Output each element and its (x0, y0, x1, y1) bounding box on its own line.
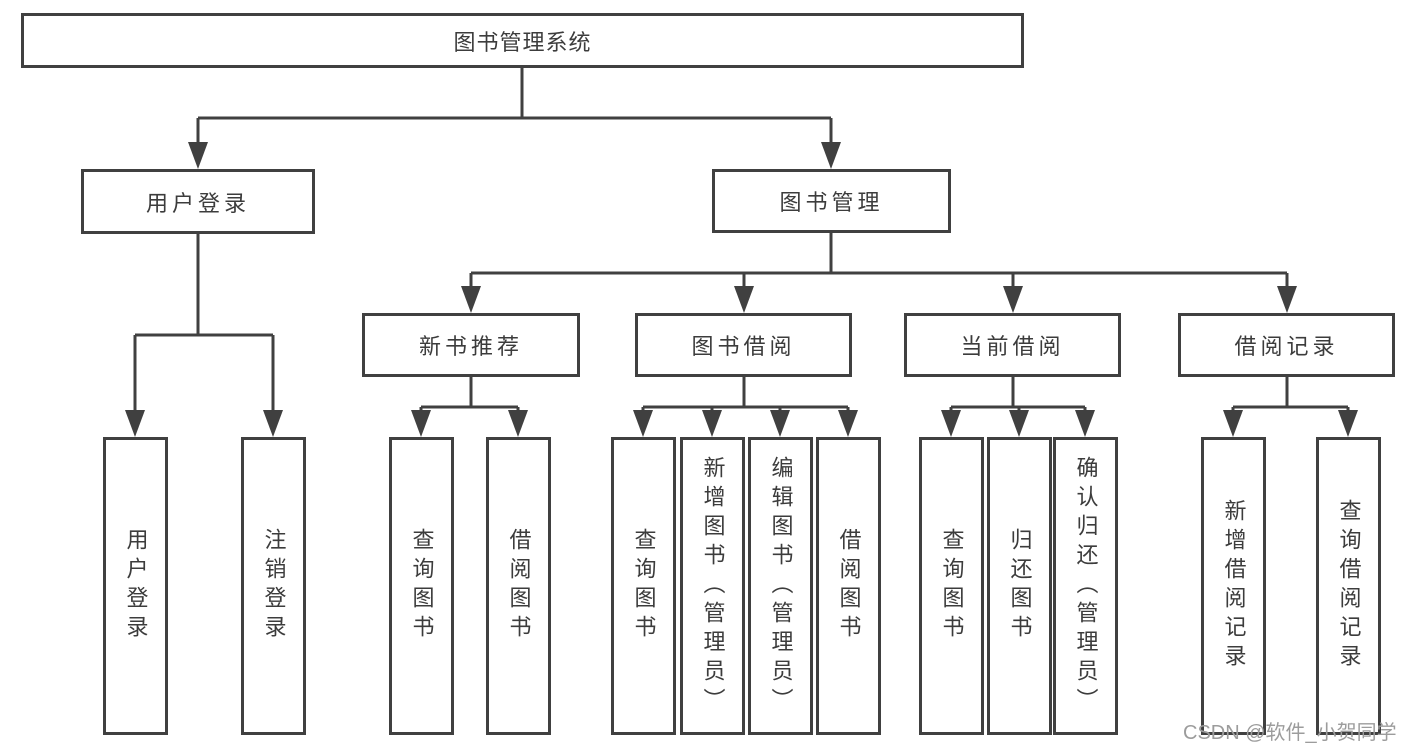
node-new-book-recommend-label: 新书推荐 (418, 334, 523, 359)
leaf-borrow-books-recommend-label: 借阅图书 (506, 528, 532, 644)
leaf-user-login-label: 用户登录 (123, 528, 149, 644)
leaf-query-books-recommend: 查询图书 (389, 437, 454, 735)
node-borrow-records-label: 借阅记录 (1234, 334, 1339, 359)
leaf-return-book-label: 归还图书 (1007, 528, 1033, 644)
node-current-borrow: 当前借阅 (904, 313, 1121, 377)
leaf-query-borrow-record: 查询借阅记录 (1316, 437, 1381, 735)
node-book-borrow-label: 图书借阅 (691, 334, 796, 359)
node-book-borrow: 图书借阅 (635, 313, 852, 377)
connector-book-borrow-to-leaves (633, 377, 858, 437)
leaf-add-borrow-record: 新增借阅记录 (1201, 437, 1266, 735)
leaf-edit-book-admin: 编辑图书（管理员） (748, 437, 813, 735)
leaf-edit-book-admin-label: 编辑图书（管理员） (768, 455, 794, 717)
leaf-user-login: 用户登录 (103, 437, 168, 735)
leaf-query-books-current: 查询图书 (919, 437, 984, 735)
leaf-confirm-return-admin-label: 确认归还（管理员） (1073, 455, 1099, 717)
node-user-login: 用户登录 (81, 169, 315, 234)
leaf-query-books-borrow-label: 查询图书 (631, 528, 657, 644)
leaf-query-books-recommend-label: 查询图书 (409, 528, 435, 644)
connector-borrow-records-to-leaves (1223, 377, 1358, 437)
connector-root-to-level2 (188, 68, 841, 169)
leaf-query-borrow-record-label: 查询借阅记录 (1336, 499, 1362, 673)
node-borrow-records: 借阅记录 (1178, 313, 1395, 377)
leaf-confirm-return-admin: 确认归还（管理员） (1053, 437, 1118, 735)
node-user-login-label: 用户登录 (145, 190, 250, 216)
leaf-borrow-books-label: 借阅图书 (836, 528, 862, 644)
node-root: 图书管理系统 (21, 13, 1024, 68)
leaf-add-borrow-record-label: 新增借阅记录 (1221, 499, 1247, 673)
leaf-logout: 注销登录 (241, 437, 306, 735)
connector-user-login-to-leaves (125, 234, 283, 437)
connector-new-book-to-leaves (411, 377, 528, 437)
leaf-query-books-current-label: 查询图书 (939, 528, 965, 644)
node-root-label: 图书管理系统 (453, 29, 592, 55)
node-book-management-label: 图书管理 (779, 190, 884, 215)
node-book-management: 图书管理 (712, 169, 951, 233)
leaf-borrow-books: 借阅图书 (816, 437, 881, 735)
node-new-book-recommend: 新书推荐 (362, 313, 580, 377)
leaf-add-book-admin-label: 新增图书（管理员） (700, 455, 726, 717)
connector-current-borrow-to-leaves (941, 377, 1095, 437)
node-current-borrow-label: 当前借阅 (960, 334, 1065, 359)
leaf-logout-label: 注销登录 (261, 528, 287, 644)
leaf-add-book-admin: 新增图书（管理员） (680, 437, 745, 735)
leaf-query-books-borrow: 查询图书 (611, 437, 676, 735)
csdn-watermark: CSDN @软件_小贺同学 (1183, 722, 1397, 744)
leaf-return-book: 归还图书 (987, 437, 1052, 735)
connector-book-management-to-level3 (461, 233, 1297, 313)
leaf-borrow-books-recommend: 借阅图书 (486, 437, 551, 735)
